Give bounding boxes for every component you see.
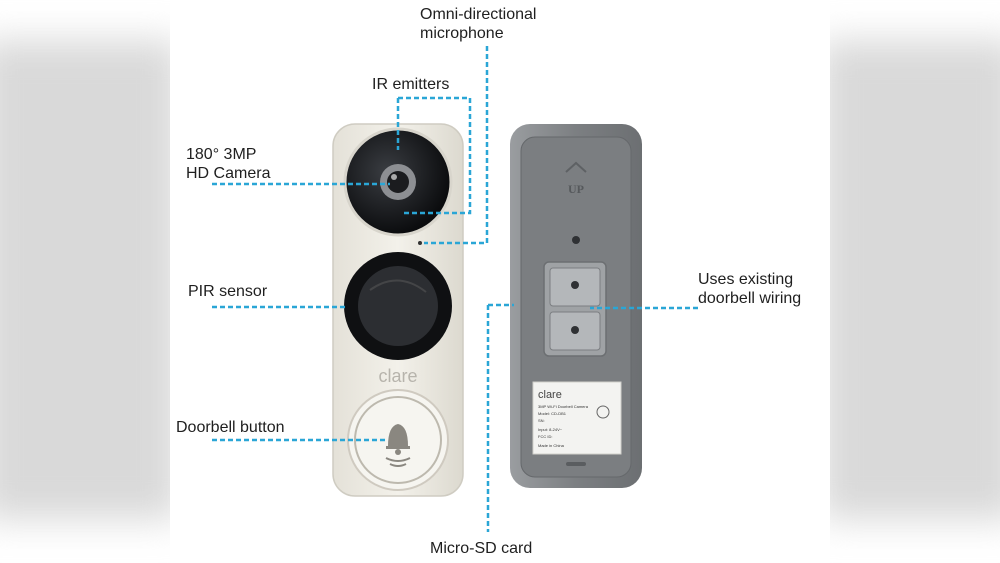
sticker-line: 3MP Wi-Fi Doorbell Camera [538,404,589,409]
leader-ir-right [398,96,472,215]
label-micro-sd: Micro-SD card [430,540,533,557]
bell-icon [386,424,410,455]
certification-mark [596,405,610,419]
background-blur-right [820,40,1000,520]
sticker-line: Input: 8-24V~ [538,427,563,432]
label-pir-sensor: PIR sensor [188,283,268,300]
microphone-hole [418,241,422,245]
doorbell-back: UP clare 3MP Wi-Fi Doorbell Camera Model… [510,124,642,488]
sd-slot [566,462,586,466]
background-blur-left [0,40,180,520]
label-microphone: Omni-directional microphone [420,6,537,42]
sticker-line: Made in China [538,443,565,448]
sticker-line: Model: CD-DB1 [538,411,567,416]
diagram-stage [170,0,830,563]
doorbell-button [347,389,449,491]
camera-lens [343,127,453,237]
label-wiring: Uses existing doorbell wiring [698,271,802,307]
sticker-line: SN: [538,418,545,423]
label-ir-emitters: IR emitters [372,76,450,93]
sticker-brand: clare [538,389,562,401]
mount-hole-top [572,236,580,244]
label-doorbell-button: Doorbell button [176,419,285,436]
up-arrow-icon [565,161,587,173]
product-sticker: clare 3MP Wi-Fi Doorbell Camera Model: C… [532,381,622,455]
front-brand-logo: clare [378,366,417,386]
up-text: UP [568,182,584,196]
label-camera: 180° 3MP HD Camera [186,146,271,182]
leader-microphone [424,46,489,245]
sticker-line: FCC ID: [538,434,552,439]
leader-lines [212,46,698,532]
doorbell-front: clare [332,123,464,497]
wiring-terminals [543,261,607,357]
pir-sensor [344,252,452,360]
